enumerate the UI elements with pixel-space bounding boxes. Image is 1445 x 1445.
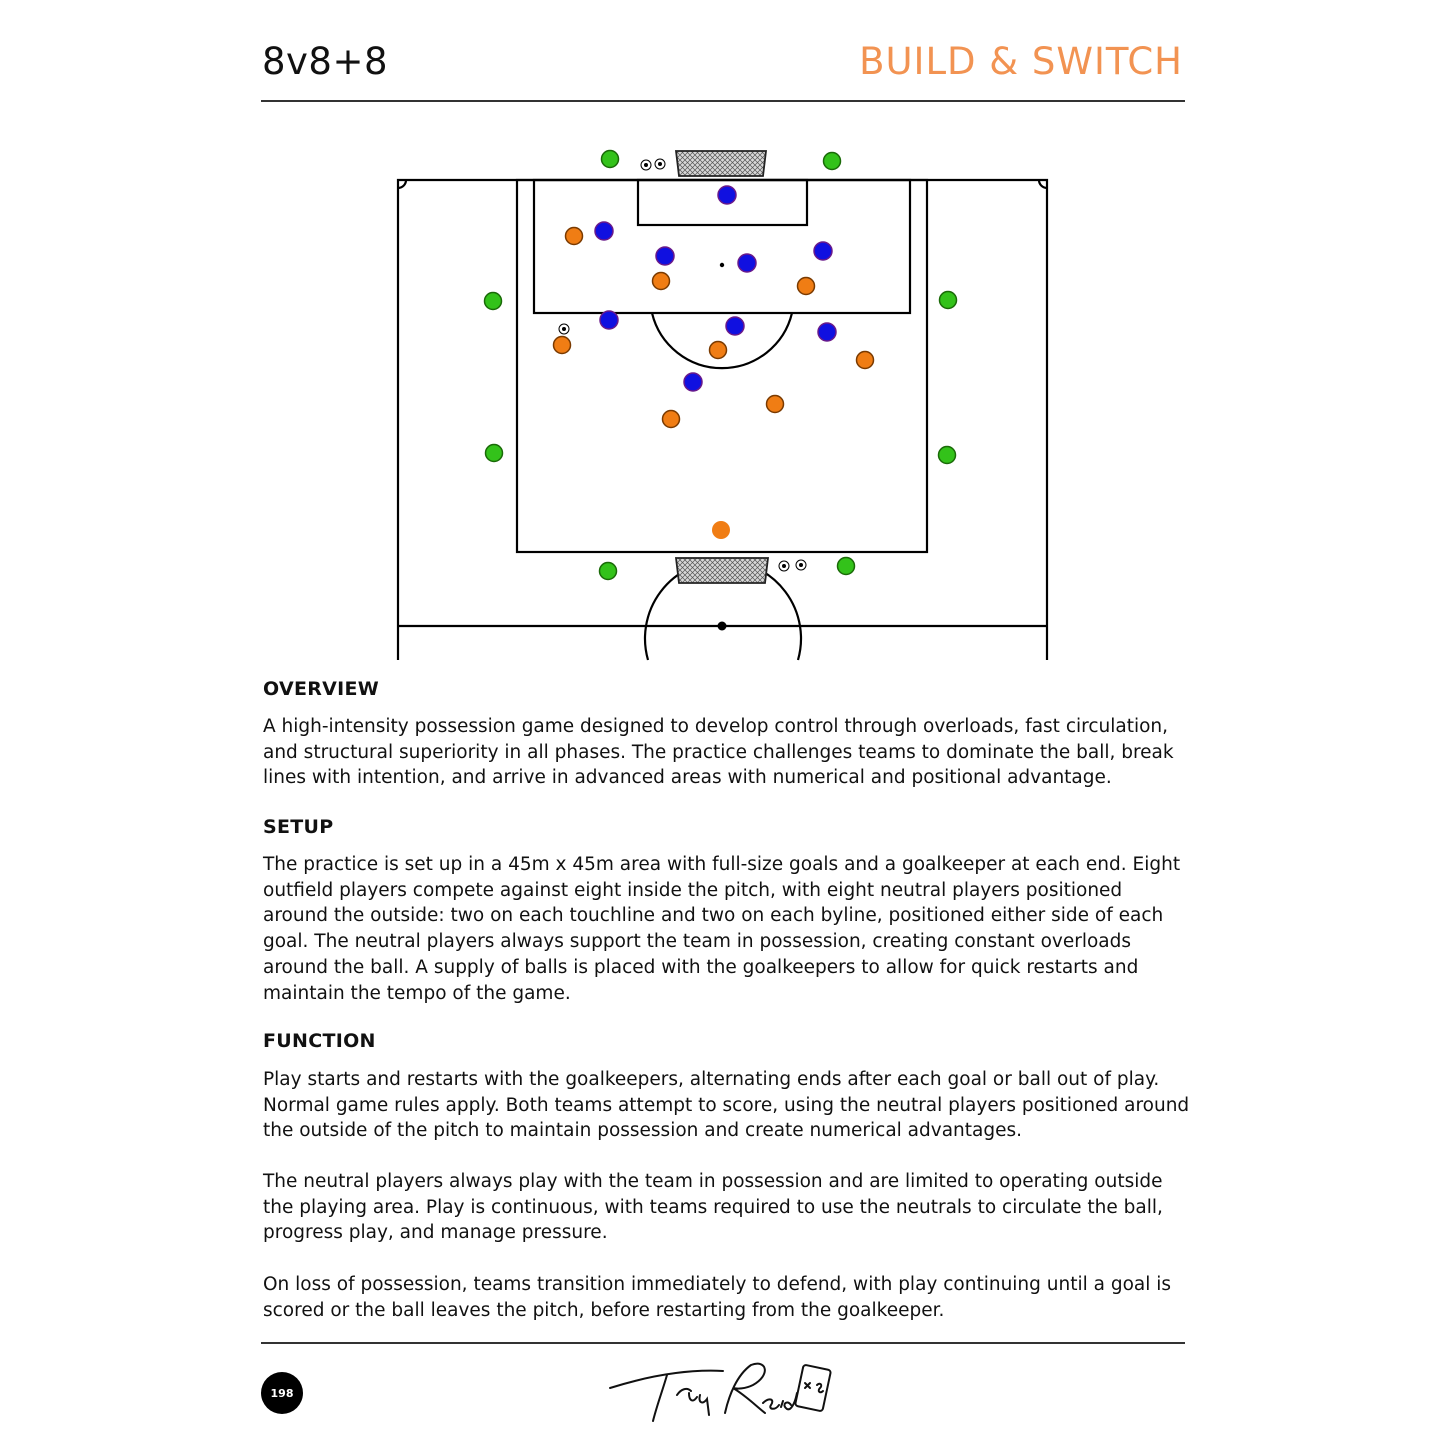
drill-format: 8v8+8 bbox=[262, 40, 389, 83]
function-paragraph: The neutral players always play with the… bbox=[263, 1171, 1163, 1244]
ball bbox=[654, 158, 666, 170]
ball bbox=[795, 559, 807, 571]
orange-player bbox=[651, 271, 671, 291]
neutral-player bbox=[836, 556, 856, 576]
page-number: 198 bbox=[261, 1372, 303, 1414]
blue-player bbox=[655, 246, 675, 266]
neutral-player bbox=[937, 445, 957, 465]
ball bbox=[640, 159, 652, 171]
overview-heading: OVERVIEW bbox=[263, 678, 380, 700]
blue-player bbox=[599, 310, 619, 330]
orange-team bbox=[552, 226, 875, 539]
function-paragraph: On loss of possession, teams transition … bbox=[263, 1274, 1172, 1321]
bottom-goal bbox=[674, 557, 770, 584]
orange-player bbox=[855, 350, 875, 370]
neutral-players bbox=[483, 149, 958, 581]
header-divider bbox=[261, 100, 1185, 102]
neutral-player bbox=[938, 290, 958, 310]
orange-goalkeeper bbox=[712, 521, 730, 539]
orange-player bbox=[796, 276, 816, 296]
corner-arc-left bbox=[397, 179, 408, 190]
ball-supply-bottom bbox=[778, 559, 807, 572]
blue-player bbox=[813, 241, 833, 261]
neutral-player bbox=[598, 561, 618, 581]
ball bbox=[778, 560, 790, 572]
orange-player bbox=[564, 226, 584, 246]
blue-team bbox=[594, 185, 837, 392]
ball-in-play bbox=[558, 323, 570, 335]
orange-player bbox=[708, 340, 728, 360]
setup-heading: SETUP bbox=[263, 816, 334, 838]
pitch-markings bbox=[396, 178, 1049, 661]
penalty-spot bbox=[719, 262, 725, 268]
six-yard-box bbox=[636, 178, 809, 227]
corner-arc-right bbox=[1037, 179, 1048, 190]
neutral-player bbox=[600, 149, 620, 169]
blue-player bbox=[817, 322, 837, 342]
blue-goalkeeper bbox=[717, 185, 737, 205]
neutral-player bbox=[484, 443, 504, 463]
drill-diagram bbox=[396, 149, 1049, 661]
orange-player bbox=[765, 394, 785, 414]
ball-supply-top bbox=[640, 158, 666, 171]
signature-logo bbox=[609, 1362, 832, 1422]
function-paragraph: Play starts and restarts with the goalke… bbox=[263, 1069, 1190, 1142]
blue-player bbox=[737, 253, 757, 273]
drill-title: BUILD & SWITCH bbox=[859, 40, 1183, 83]
function-heading: FUNCTION bbox=[263, 1030, 376, 1052]
setup-paragraph: The practice is set up in a 45m x 45m ar… bbox=[263, 854, 1181, 1004]
blue-player bbox=[594, 221, 614, 241]
blue-player bbox=[725, 316, 745, 336]
footer-divider bbox=[261, 1342, 1185, 1344]
neutral-player bbox=[822, 151, 842, 171]
orange-player bbox=[661, 409, 681, 429]
centre-spot bbox=[717, 621, 727, 631]
orange-player bbox=[552, 335, 572, 355]
penalty-arc bbox=[650, 312, 794, 370]
blue-player bbox=[683, 372, 703, 392]
top-goal bbox=[674, 150, 768, 177]
overview-paragraph: A high-intensity possession game designe… bbox=[263, 716, 1174, 789]
pitch-outline bbox=[396, 178, 1049, 660]
neutral-player bbox=[483, 291, 503, 311]
